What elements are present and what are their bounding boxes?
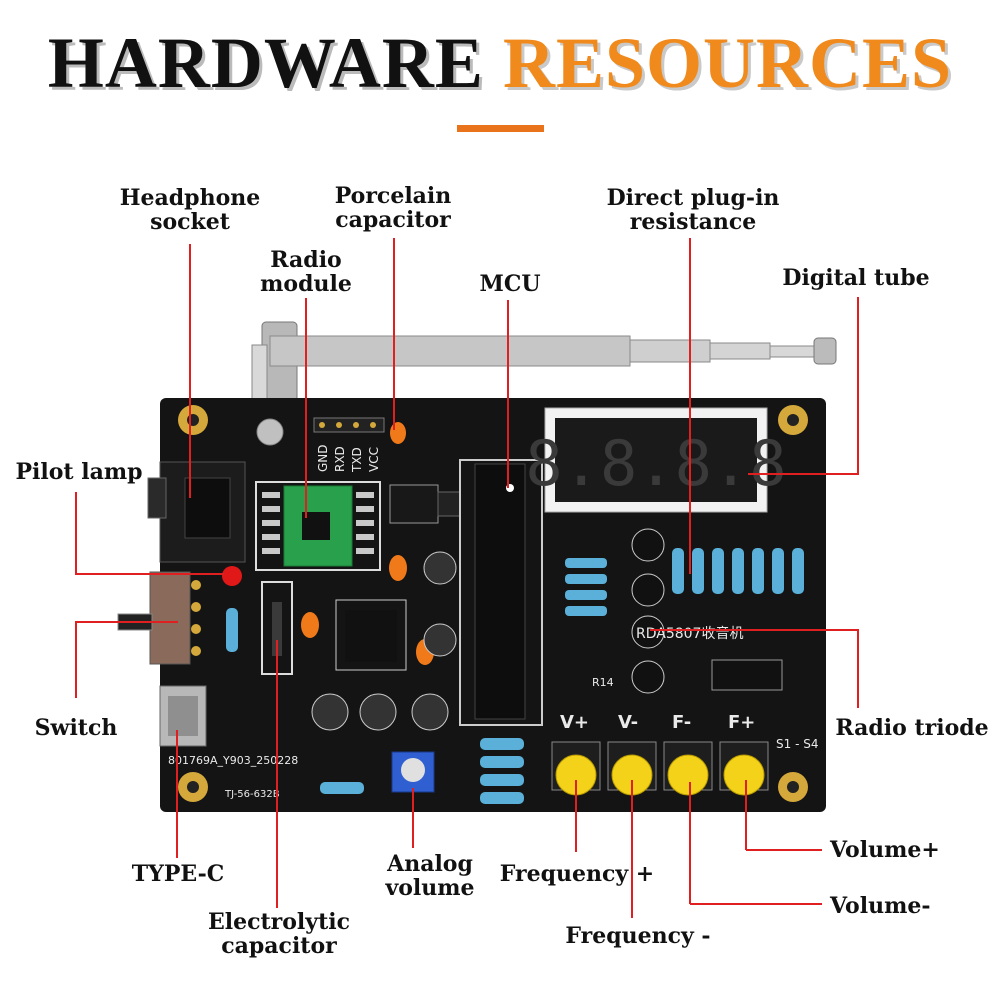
title-underline — [457, 125, 544, 132]
label-electrolytic-capacitor: Electrolytic capacitor — [207, 909, 350, 959]
radio-triodes — [631, 528, 665, 694]
analog-volume-pot — [391, 751, 435, 793]
radio-module — [255, 481, 381, 571]
label-mcu: MCU — [479, 271, 541, 297]
label-digital-tube: Digital tube — [782, 265, 930, 291]
button-label-vminus: V- — [618, 712, 638, 733]
button-label-fplus: F+ — [728, 712, 755, 733]
board-code: 801769A_Y903_250228 — [168, 754, 298, 767]
resistors-r2-r5 — [480, 738, 524, 804]
label-direct-plugin-resistance: Direct plug-in resistance — [606, 185, 780, 235]
button-label-fminus: F- — [672, 712, 691, 733]
label-switch: Switch — [34, 715, 118, 741]
headphone-socket — [147, 461, 246, 563]
antenna — [251, 321, 837, 405]
pilot-lamp-led — [222, 566, 242, 586]
label-analog-volume: Analog volume — [385, 851, 475, 901]
ic-u3 — [711, 659, 783, 691]
label-frequency-minus: Frequency - — [565, 923, 711, 949]
push-buttons — [551, 741, 769, 796]
digital-tube: 8.8.8.8 — [525, 407, 787, 513]
electrolytic-capacitor-body — [272, 602, 282, 656]
label-pilot-lamp: Pilot lamp — [15, 459, 143, 485]
porcelain-capacitor-c6 — [390, 422, 406, 444]
slide-switch — [117, 571, 201, 665]
leader-lines — [75, 238, 859, 918]
mcu-chip — [459, 459, 543, 726]
direct-plugin-resistors — [565, 548, 804, 616]
label-frequency-plus: Frequency + — [499, 861, 655, 887]
pin-label-vcc: VCC — [367, 447, 381, 472]
button-label-vplus: V+ — [560, 712, 589, 733]
type-c-port — [159, 685, 207, 747]
q-part-8550: R14 — [592, 676, 614, 689]
electrolytic-capacitors — [311, 551, 457, 731]
regulator-u10 — [389, 484, 461, 524]
label-porcelain-capacitor: Porcelain capacitor — [334, 183, 452, 233]
pin-label-gnd: GND — [316, 444, 330, 472]
page-title: HARDWARE RESOURCES — [0, 22, 1000, 105]
resistor-r16 — [320, 782, 364, 794]
title-part-resources: RESOURCES — [502, 23, 953, 103]
label-type-c: TYPE-C — [131, 861, 225, 887]
buttons-range: S1 - S4 — [776, 737, 818, 751]
board-name: RDA5807收音机 — [636, 625, 743, 642]
svg-text:8.8.8.8: 8.8.8.8 — [525, 427, 786, 500]
pin-label-txd: TXD — [350, 447, 364, 473]
label-headphone-socket: Headphone socket — [119, 185, 261, 235]
label-radio-module: Radio module — [260, 247, 352, 297]
label-radio-triode: Radio triode — [835, 715, 989, 741]
pin-header — [313, 417, 385, 433]
label-volume-minus: Volume- — [830, 893, 931, 919]
pin-label-rxd: RXD — [333, 446, 347, 472]
board-code-2: TJ-56-632B — [224, 789, 280, 800]
resistor-r6 — [226, 608, 238, 652]
label-volume-plus: Volume+ — [830, 837, 940, 863]
u9-chip — [345, 610, 397, 662]
title-part-hardware: HARDWARE — [47, 23, 484, 103]
mounting-holes — [178, 405, 808, 802]
u9-outline — [335, 599, 407, 671]
